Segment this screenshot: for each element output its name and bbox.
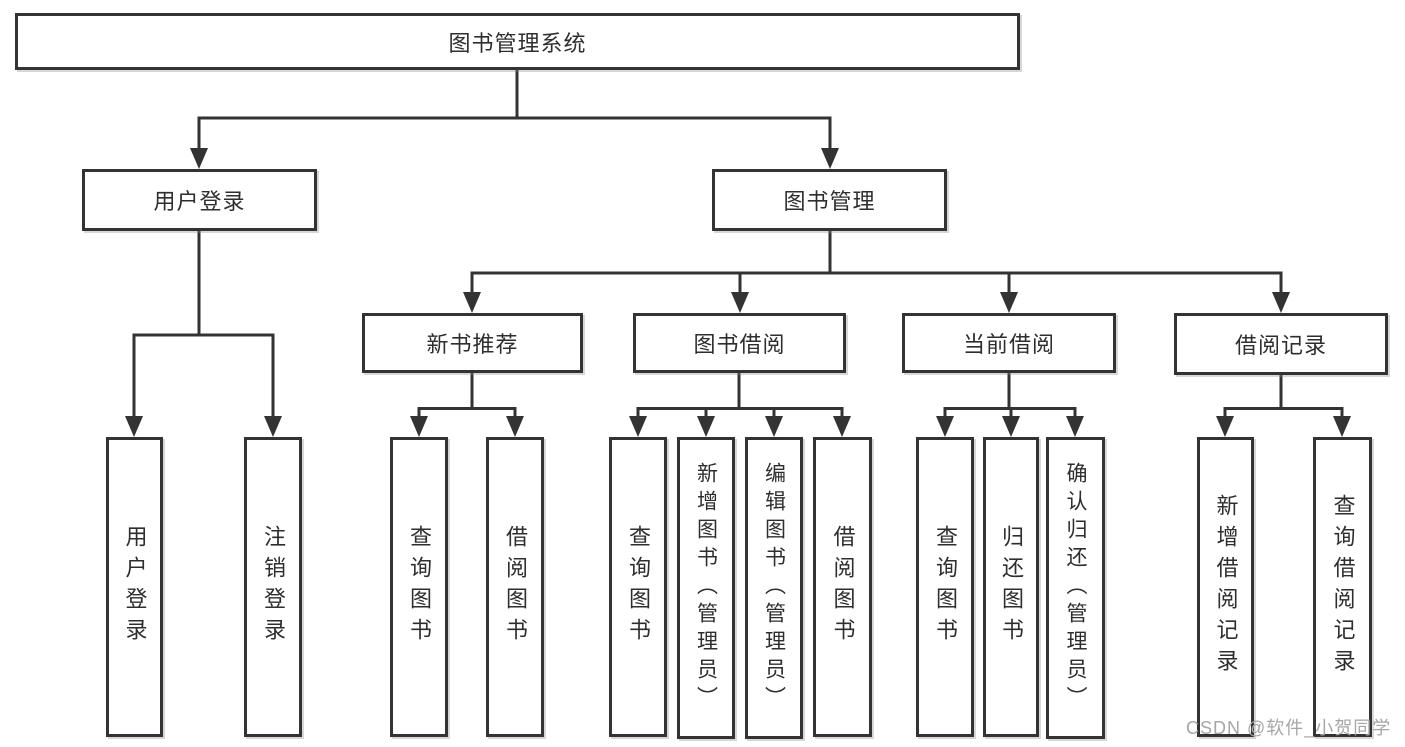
- arrowhead-icon: [1333, 416, 1351, 437]
- leaf-logout: 注销登录: [244, 437, 302, 737]
- node-label: 用户登录: [153, 189, 246, 214]
- arrowhead-icon: [125, 416, 143, 437]
- arrowhead-icon: [833, 416, 851, 437]
- node-label: 图书管理: [783, 189, 876, 214]
- leaf-br-query-record: 查询借阅记录: [1313, 437, 1372, 737]
- leaf-cb-confirm-return-admin: 确认归还（管理员）: [1046, 437, 1105, 739]
- arrowhead-icon: [936, 416, 954, 437]
- watermark-text: CSDN @软件_小贺同学: [1186, 718, 1392, 738]
- arrowhead-icon: [1000, 292, 1018, 313]
- arrowhead-icon: [821, 148, 839, 169]
- arrowhead-icon: [1216, 416, 1234, 437]
- node-label: 图书管理系统: [448, 30, 587, 56]
- arrowhead-icon: [1272, 292, 1290, 313]
- node-current-borrow: 当前借阅: [902, 313, 1116, 373]
- node-label: 查询图书: [933, 525, 958, 649]
- node-borrow-record: 借阅记录: [1174, 313, 1388, 375]
- node-book-borrow: 图书借阅: [633, 313, 846, 373]
- node-label: 当前借阅: [962, 332, 1055, 357]
- node-new-book-recommend: 新书推荐: [362, 313, 583, 373]
- arrowhead-icon: [697, 416, 715, 437]
- node-library-management-system: 图书管理系统: [15, 13, 1020, 70]
- arrowhead-icon: [731, 292, 749, 313]
- node-label: 查询图书: [626, 525, 651, 649]
- node-label: 借阅图书: [830, 525, 856, 649]
- node-label: 新增借阅记录: [1213, 494, 1239, 680]
- arrowhead-icon: [1066, 416, 1084, 437]
- leaf-bb-borrow-books: 借阅图书: [813, 437, 872, 737]
- leaf-bb-add-books-admin: 新增图书（管理员）: [677, 437, 735, 739]
- node-label: 借阅记录: [1234, 333, 1327, 358]
- leaf-bb-edit-books-admin: 编辑图书（管理员）: [745, 437, 803, 739]
- node-label: 归还图书: [999, 525, 1024, 649]
- node-label: 图书借阅: [693, 332, 786, 357]
- leaf-cb-query-books: 查询图书: [916, 437, 974, 737]
- arrowhead-icon: [190, 148, 208, 169]
- arrowhead-icon: [410, 416, 428, 437]
- arrowhead-icon: [1002, 416, 1020, 437]
- node-label: 新书推荐: [426, 332, 519, 357]
- leaf-br-add-record: 新增借阅记录: [1197, 437, 1254, 737]
- node-label: 查询借阅记录: [1330, 494, 1356, 680]
- arrowhead-icon: [506, 416, 524, 437]
- node-label: 编辑图书（管理员）: [762, 462, 786, 714]
- leaf-nb-borrow-books: 借阅图书: [486, 437, 544, 737]
- leaf-cb-return-books: 归还图书: [983, 437, 1039, 737]
- node-label: 确认归还（管理员）: [1064, 462, 1087, 714]
- node-label: 用户登录: [122, 525, 148, 649]
- leaf-user-login: 用户登录: [106, 437, 163, 737]
- node-label: 新增图书（管理员）: [694, 462, 718, 714]
- node-label: 借阅图书: [503, 525, 528, 649]
- node-label: 查询图书: [407, 525, 432, 649]
- arrowhead-icon: [765, 416, 783, 437]
- node-book-management: 图书管理: [712, 169, 947, 231]
- arrowhead-icon: [629, 416, 647, 437]
- leaf-bb-query-books: 查询图书: [609, 437, 667, 737]
- arrowhead-icon: [463, 292, 481, 313]
- node-user-login: 用户登录: [82, 169, 317, 231]
- node-label: 注销登录: [261, 525, 286, 649]
- leaf-nb-query-books: 查询图书: [390, 437, 448, 737]
- arrowhead-icon: [264, 416, 282, 437]
